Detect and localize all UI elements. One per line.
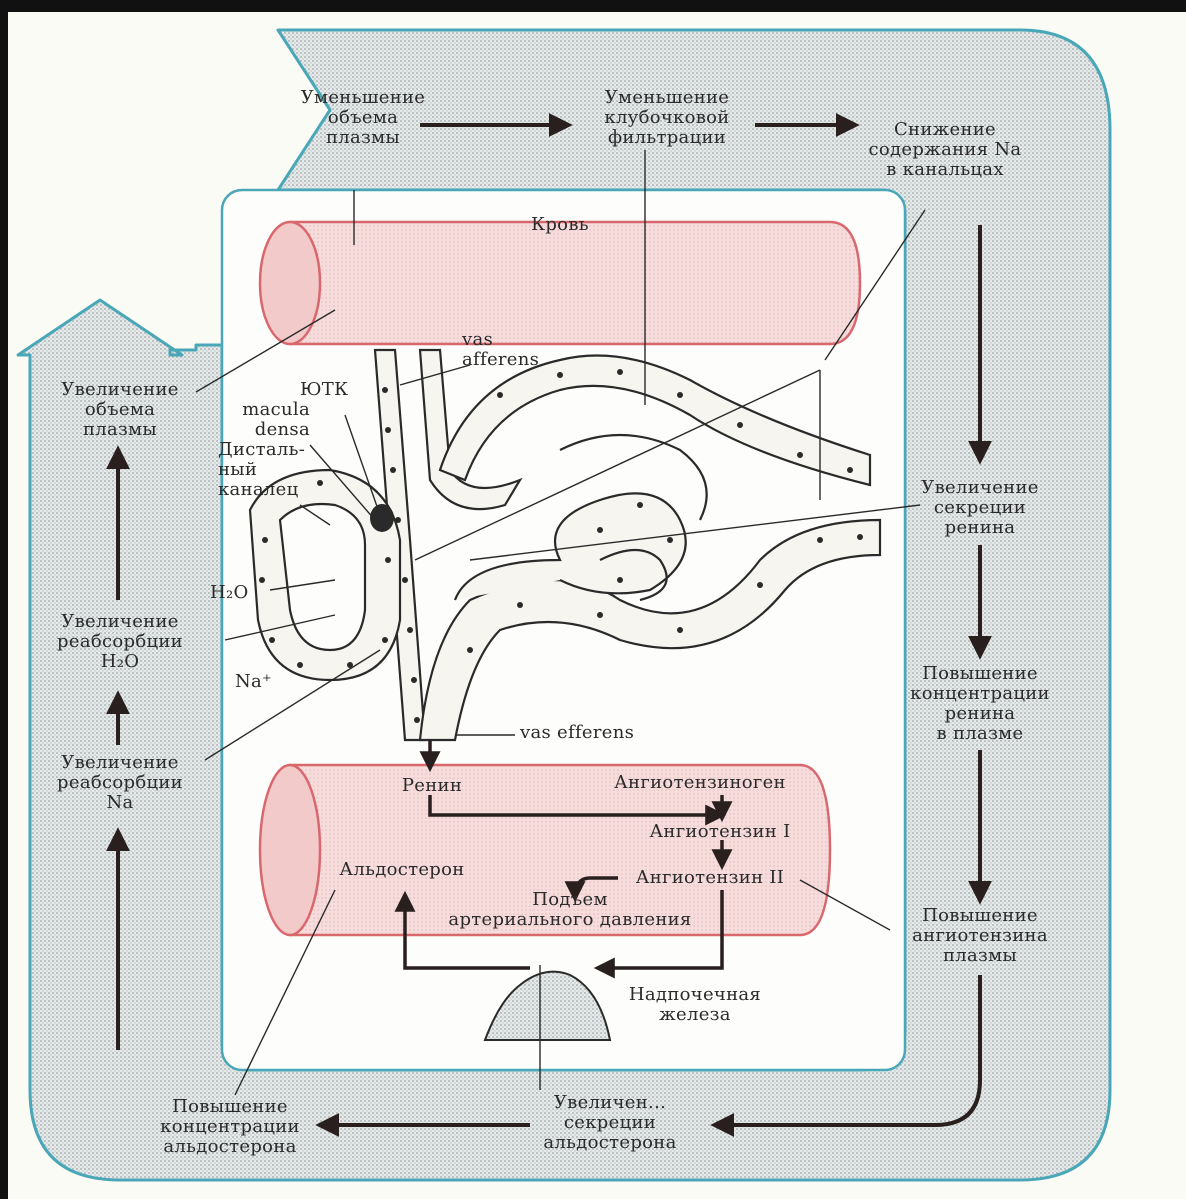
label-pressure-rise: Подъем артериального давления [420,890,720,930]
blood-vessel-top [260,222,860,344]
label-na-ion: Na⁺ [235,672,295,692]
label-renin-secretion-increase: Увеличение секреции ренина [880,478,1080,538]
label-angiotensin-increase: Повышение ангиотензина плазмы [880,906,1080,966]
scan-left-edge [0,0,8,1199]
label-vas-efferens: vas efferens [520,723,670,743]
label-h2o-reabsorption-increase: Увеличение реабсорбции H₂O [30,612,210,672]
label-aldosterone-concentration-increase: Повышение концентрации альдостерона [125,1097,335,1157]
label-aldosterone: Альдостерон [322,860,482,880]
label-blood: Кровь [500,215,620,235]
label-tubular-na-decrease: Снижение содержания Na в канальцах [840,120,1050,180]
label-gfr-decrease: Уменьшение клубочковой фильтрации [572,88,762,148]
label-angiotensin-1: Ангиотензин I [630,822,810,842]
label-distal-tubule: Дисталь- ный каналец [218,440,328,500]
label-na-reabsorption-increase: Увеличение реабсорбции Na [30,753,210,813]
label-angiotensinogen: Ангиотензиноген [600,773,800,793]
label-renin: Ренин [382,776,482,796]
label-jgc: ЮТК [300,380,360,400]
scan-top-edge [0,0,1186,12]
label-aldosterone-secretion-increase: Увеличен... секреции альдостерона [510,1093,710,1153]
label-plasma-renin-increase: Повышение концентрации ренина в плазме [880,664,1080,744]
label-adrenal-gland: Надпочечная железа [605,985,785,1025]
label-plasma-volume-decrease: Уменьшение объема плазмы [268,88,458,148]
label-macula-densa: macula densa [230,400,310,440]
label-h2o: H₂O [210,583,270,603]
label-plasma-volume-increase: Увеличение объема плазмы [30,380,210,440]
label-angiotensin-2: Ангиотензин II [620,868,800,888]
label-vas-afferens: vas afferens [462,330,582,370]
